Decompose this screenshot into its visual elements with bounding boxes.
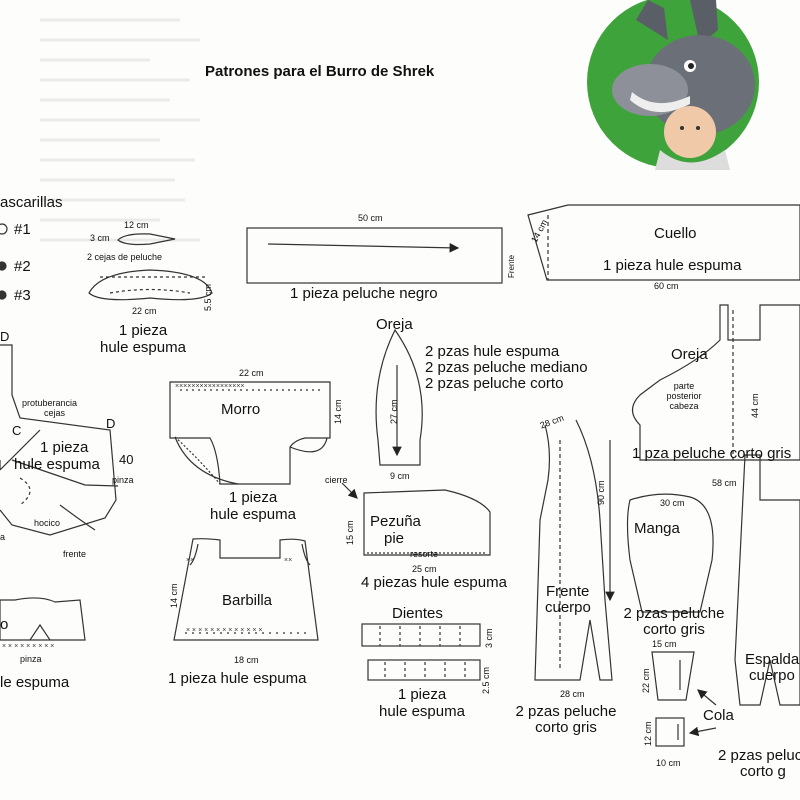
page-bleed-through bbox=[40, 18, 200, 242]
mask-desc-2: hule espuma bbox=[14, 456, 100, 473]
barbilla-name: Barbilla bbox=[222, 592, 273, 609]
mascarilla-desc-2: hule espuma bbox=[100, 339, 186, 356]
mask-dim: 40 bbox=[119, 452, 134, 467]
lower-left-pinza: pinza bbox=[20, 654, 42, 664]
svg-text:××: ×× bbox=[186, 557, 194, 564]
frente-desc-2: corto gris bbox=[535, 719, 597, 736]
oreja-posterior-desc: 1 pza peluche corto gris bbox=[632, 445, 792, 462]
mask-d-right: D bbox=[106, 416, 116, 431]
mascarillas-label: ascarillas bbox=[0, 194, 63, 211]
barbilla-dim-height: 14 cm bbox=[169, 583, 179, 608]
mask-c: C bbox=[12, 423, 22, 438]
rect-desc: 1 pieza peluche negro bbox=[290, 285, 438, 302]
morro-name: Morro bbox=[221, 401, 261, 418]
manga-desc-1: 2 pzas peluche bbox=[623, 605, 725, 622]
pezuna-name-2: pie bbox=[384, 530, 405, 547]
oreja-posterior-dim-height: 44 cm bbox=[750, 393, 760, 418]
mask-d-left: D bbox=[0, 329, 10, 344]
cola-dim-height1: 22 cm bbox=[641, 668, 651, 693]
frente-name-2: cuerpo bbox=[545, 599, 591, 616]
mask-hocico: hocico bbox=[34, 518, 61, 528]
oreja-posterior-sub-1: parte bbox=[673, 381, 695, 391]
mascarilla-dim-height: 5.5 cm bbox=[203, 283, 213, 311]
morro-dim-height: 14 cm bbox=[333, 399, 343, 424]
oreja-name: Oreja bbox=[376, 316, 413, 333]
mascarilla-dim-small: 3 cm bbox=[90, 233, 110, 243]
cuello-desc: 1 pieza hule espuma bbox=[603, 257, 742, 274]
mascarilla-item-1: #1 bbox=[14, 221, 31, 238]
donkey-costume-photo bbox=[587, 0, 759, 170]
page-title: Patrones para el Burro de Shrek bbox=[205, 63, 435, 80]
svg-text:× × × × × × × × ×: × × × × × × × × × bbox=[2, 643, 54, 650]
cuello-dim-width: 60 cm bbox=[654, 281, 679, 291]
cola-dim-height2: 12 cm bbox=[643, 721, 653, 746]
pezuna-name-1: Pezuña bbox=[370, 513, 421, 530]
pezuna-resorte: resorte bbox=[410, 549, 439, 559]
pezuna-dim-height: 15 cm bbox=[345, 520, 355, 545]
espalda-name-2: cuerpo bbox=[749, 667, 795, 684]
rect-dim-width: 50 cm bbox=[358, 213, 383, 223]
oreja-desc-1: 2 pzas hule espuma bbox=[425, 343, 560, 360]
mascarilla-desc-1: 1 pieza bbox=[118, 322, 168, 339]
frente-name-1: Frente bbox=[546, 583, 590, 600]
mascarilla-item-2: #2 bbox=[14, 258, 31, 275]
dientes-name: Dientes bbox=[392, 605, 443, 622]
cuello-name: Cuello bbox=[654, 225, 697, 242]
cejas-label: 2 cejas de peluche bbox=[87, 252, 163, 262]
oreja-posterior-sub-3: cabeza bbox=[669, 401, 699, 411]
espalda-desc-2: corto g bbox=[740, 763, 786, 780]
mask-cut: a bbox=[0, 532, 6, 542]
morro-desc-2: hule espuma bbox=[210, 506, 296, 523]
oreja-posterior-dim-width: 58 cm bbox=[712, 478, 737, 488]
svg-text:××: ×× bbox=[284, 557, 292, 564]
pezuna-cierre: cierre bbox=[325, 475, 348, 485]
barbilla-dim-width: 18 cm bbox=[234, 655, 259, 665]
oreja-posterior-sub-2: posterior bbox=[666, 391, 702, 401]
cuello-frente: Frente bbox=[507, 254, 516, 278]
manga-name: Manga bbox=[634, 520, 680, 537]
mascarilla-item-3: #3 bbox=[14, 287, 31, 304]
mascarilla-dim-length: 12 cm bbox=[124, 220, 149, 230]
oreja-desc-2: 2 pzas peluche mediano bbox=[425, 359, 588, 376]
morro-dim-width: 22 cm bbox=[239, 368, 264, 378]
cola-dim-bottom: 10 cm bbox=[656, 758, 681, 768]
frente-dim-bottom: 28 cm bbox=[560, 689, 585, 699]
frente-desc-1: 2 pzas peluche bbox=[515, 703, 617, 720]
cola-dim-top: 15 cm bbox=[652, 639, 677, 649]
oreja-desc-3: 2 pzas peluche corto bbox=[425, 375, 564, 392]
mascarilla-dim-width: 22 cm bbox=[132, 306, 157, 316]
oreja-posterior-name: Oreja bbox=[671, 346, 708, 363]
mask-desc-1: 1 pieza bbox=[40, 439, 89, 456]
morro-desc-1: 1 pieza bbox=[228, 489, 278, 506]
espalda-desc-1: 2 pzas peluc bbox=[718, 747, 800, 764]
svg-text:× × × × × × × × × × × × ×: × × × × × × × × × × × × × bbox=[186, 627, 262, 634]
lower-left-letter: o bbox=[0, 616, 9, 633]
pezuna-desc: 4 piezas hule espuma bbox=[361, 574, 507, 591]
espalda-name-1: Espalda bbox=[745, 651, 800, 668]
mask-protuberancia-2: cejas bbox=[44, 408, 66, 418]
pezuna-dim-width: 25 cm bbox=[412, 564, 437, 574]
mask-protuberancia-1: protuberancia bbox=[22, 398, 78, 408]
oreja-dim-width: 9 cm bbox=[390, 471, 410, 481]
dientes-dim-b: 2.5 cm bbox=[481, 666, 491, 694]
dientes-desc-2: hule espuma bbox=[379, 703, 465, 720]
cola-name: Cola bbox=[703, 707, 734, 724]
dientes-desc-1: 1 pieza bbox=[397, 686, 447, 703]
lower-left-desc: le espuma bbox=[0, 674, 70, 691]
svg-text:×××××××××××××××××: ××××××××××××××××× bbox=[175, 383, 245, 390]
barbilla-desc: 1 pieza hule espuma bbox=[168, 670, 307, 687]
dientes-dim-a: 3 cm bbox=[484, 628, 494, 648]
frente-dim-height: 90 cm bbox=[596, 480, 606, 505]
manga-dim-top: 30 cm bbox=[660, 498, 685, 508]
mask-frente: frente bbox=[63, 549, 87, 559]
manga-desc-2: corto gris bbox=[643, 621, 705, 638]
oreja-dim-height: 27 cm bbox=[389, 399, 399, 424]
mask-pinza: pinza bbox=[112, 475, 134, 485]
